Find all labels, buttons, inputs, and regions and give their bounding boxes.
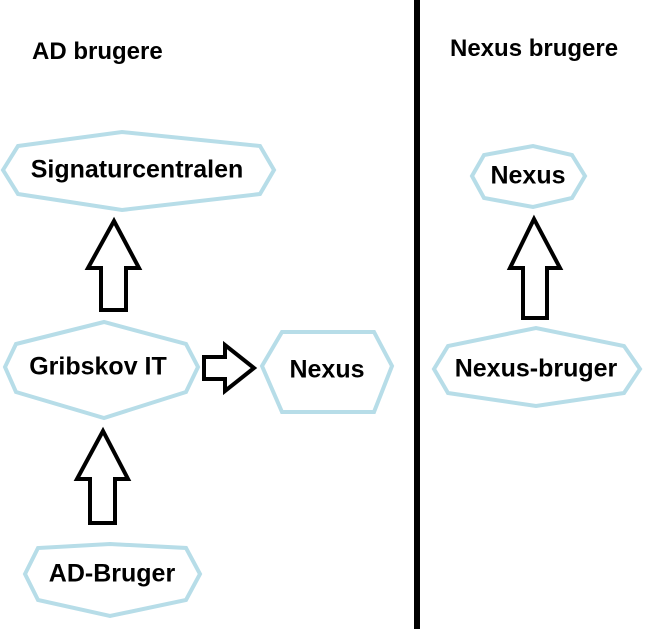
node-shape-ad-bruger [22, 541, 203, 619]
node-label-nexus-right: Nexus [490, 161, 566, 190]
arrow-signaturcentralen-from-gribskov [84, 216, 143, 312]
node-shape-nexus-bruger [431, 325, 643, 409]
right-section-title: Nexus brugere [450, 35, 619, 62]
node-label-nexus-bruger: Nexus-bruger [454, 354, 618, 383]
node-shape-nexus-right [469, 143, 588, 210]
node-label-signaturcentralen: Signaturcentralen [30, 155, 244, 184]
node-label-gribskov-it: Gribskov IT [29, 352, 167, 381]
arrow-gribskov-from-ad-bruger [73, 426, 132, 525]
node-label-ad-bruger: AD-Bruger [48, 559, 176, 588]
node-shape-nexus-left [259, 330, 395, 414]
node-label-nexus-left: Nexus [289, 355, 365, 384]
left-section-title: AD brugere [32, 38, 163, 65]
node-shape-signaturcentralen [0, 129, 277, 213]
arrow-nexus-from-nexus-bruger [506, 214, 564, 320]
node-shape-gribskov-it [2, 319, 201, 421]
arrow-gribskov-to-nexus [202, 340, 258, 396]
